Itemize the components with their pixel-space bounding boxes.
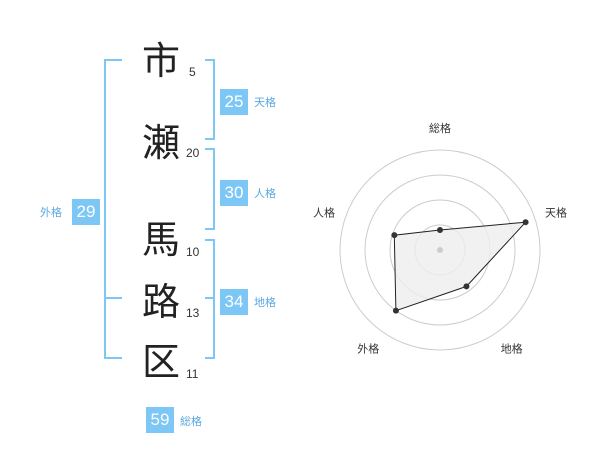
stroke-count-5: 11: [186, 367, 199, 381]
tenkaku-bracket-spine: [213, 59, 215, 140]
stroke-count-1: 5: [189, 65, 196, 79]
jinkaku-bracket-spine: [213, 148, 215, 230]
soukaku-value: 59: [146, 407, 174, 433]
radar-area: [393, 221, 527, 312]
tenkaku-value: 25: [220, 89, 248, 115]
outer-bracket-mid: [104, 297, 122, 299]
soukaku-label: 総格: [180, 415, 202, 428]
tenkaku-bracket-top: [205, 59, 215, 61]
radar-ring-3: [364, 174, 516, 326]
chikaku-bracket-top: [205, 239, 215, 241]
radar-point-2: [522, 219, 529, 226]
gaikaku-value: 29: [72, 199, 100, 225]
radar-axis-label-5: 人格: [313, 205, 335, 219]
stroke-count-3: 10: [186, 245, 200, 259]
gaikaku-label: 外格: [40, 206, 62, 219]
name-char-4: 路: [141, 280, 180, 324]
jinkaku-bracket-top: [205, 148, 215, 150]
radar-axis-label-4: 外格: [357, 342, 379, 356]
radar-ring-4: [339, 149, 541, 351]
name-char-1: 市: [141, 39, 180, 83]
radar-axis-label-2: 天格: [545, 205, 567, 219]
radar-point-1: [437, 227, 443, 233]
chikaku-label: 地格: [254, 296, 276, 309]
radar-point-4: [392, 307, 399, 314]
chikaku-value: 34: [220, 289, 248, 315]
name-char-5: 区: [141, 340, 180, 384]
radar-axis-label-3: 地格: [501, 342, 523, 356]
name-char-2: 瀬: [141, 121, 180, 165]
radar-center-point: [437, 247, 443, 253]
jinkaku-value: 30: [220, 180, 248, 206]
chikaku-bracket-spine: [213, 239, 215, 359]
jinkaku-label: 人格: [254, 187, 276, 200]
radar-axis-label-1: 総格: [429, 121, 451, 135]
name-char-3: 馬: [141, 218, 180, 262]
chikaku-bracket-mid: [205, 297, 215, 299]
outer-bracket-top: [104, 59, 122, 61]
outer-bracket-bottom: [104, 357, 122, 359]
tenkaku-bracket-bottom: [205, 138, 215, 140]
jinkaku-bracket-bottom: [205, 228, 215, 230]
radar-point-3: [463, 283, 470, 290]
chikaku-bracket-bottom: [205, 357, 215, 359]
outer-bracket-spine: [104, 59, 106, 359]
stroke-count-4: 13: [186, 306, 200, 320]
radar-point-5: [391, 232, 398, 239]
tenkaku-label: 天格: [254, 96, 276, 109]
stroke-count-2: 20: [186, 146, 200, 160]
